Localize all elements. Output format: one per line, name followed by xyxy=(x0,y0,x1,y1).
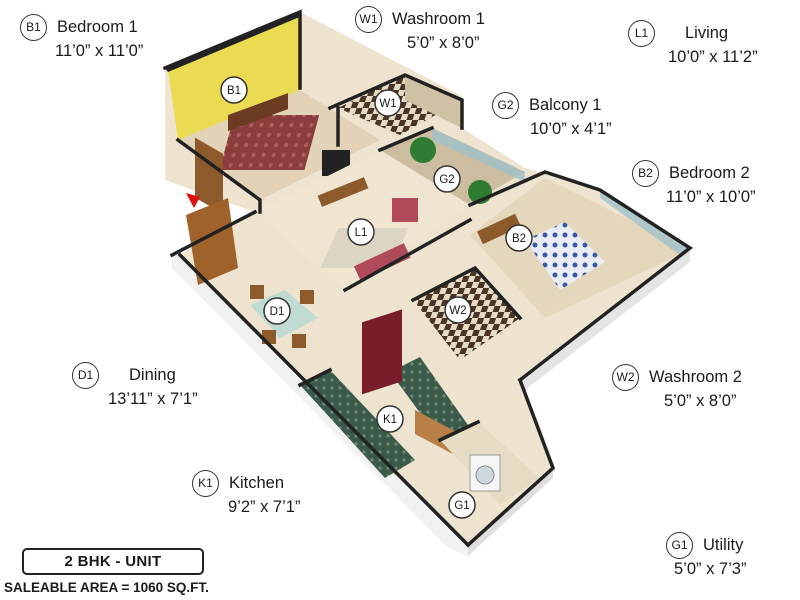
interior-walls xyxy=(162,9,694,548)
bedroom1-headboard xyxy=(228,93,288,132)
plan-badge-b2: B2 xyxy=(505,224,533,252)
plan-badge-circle xyxy=(376,405,404,433)
plan-badge-w2: W2 xyxy=(444,296,472,324)
room-code-badge: L1 xyxy=(628,20,655,47)
room-name: Washroom 1 xyxy=(392,10,485,28)
legend-dining: D1 Dining 13’11” x 7’1” xyxy=(72,362,198,410)
plan-badge-label: W2 xyxy=(449,305,466,317)
saleable-area: SALEABLE AREA = 1060 SQ.FT. xyxy=(4,580,209,595)
plan-badge-label: D1 xyxy=(270,306,285,318)
room-code-badge: G2 xyxy=(492,92,519,119)
plan-badge-g1: G1 xyxy=(448,491,476,519)
legend-utility: G1 Utility 5’0” x 7’3” xyxy=(666,532,746,580)
plan-badge-circle xyxy=(505,224,533,252)
plan-badge-circle xyxy=(374,89,402,117)
plan-badge-circle xyxy=(433,165,461,193)
living-tv-unit xyxy=(317,177,369,207)
plan-badge-b1: B1 xyxy=(220,76,248,104)
plan-badge-w1: W1 xyxy=(374,89,402,117)
room-size: 10’0” x 11’2” xyxy=(668,48,758,66)
balcony1-glass xyxy=(432,128,525,182)
room-name: Balcony 1 xyxy=(529,96,602,114)
living-armchair xyxy=(392,198,418,222)
room-size: 5’0” x 8’0” xyxy=(664,392,737,410)
legend-kitchen: K1 Kitchen 9’2” x 7’1” xyxy=(192,470,300,518)
utility-washer-drum xyxy=(475,465,495,485)
plan-badge-k1: K1 xyxy=(376,405,404,433)
unit-type-box: 2 BHK - UNIT xyxy=(22,548,204,575)
room-code-badge: W1 xyxy=(355,6,382,33)
room-code-badge: D1 xyxy=(72,362,99,389)
outer-wall-right xyxy=(468,468,553,556)
legend-balcony-1: G2 Balcony 1 10’0” x 4’1” xyxy=(492,92,612,140)
dining-chair-2 xyxy=(300,290,314,304)
outer-wall-b2-front xyxy=(520,248,690,394)
room-size: 9’2” x 7’1” xyxy=(228,498,301,516)
legend-bedroom-2: B2 Bedroom 2 11’0” x 10’0” xyxy=(632,160,756,208)
kitchen-counter-left xyxy=(300,370,415,478)
plan-badge-label: B1 xyxy=(227,85,241,97)
room-size: 13’11” x 7’1” xyxy=(108,390,198,408)
balcony1-plant-1 xyxy=(410,137,436,163)
plan-badge-circle xyxy=(444,296,472,324)
room-name: Bedroom 1 xyxy=(57,18,138,36)
plan-badge-label: K1 xyxy=(383,414,397,426)
room-size: 5’0” x 8’0” xyxy=(407,34,480,52)
bedroom2-bed xyxy=(525,222,605,290)
plan-badge-circle xyxy=(220,76,248,104)
plan-badge-label: L1 xyxy=(355,227,368,239)
plan-badge-l1: L1 xyxy=(347,218,375,246)
room-code-badge: B2 xyxy=(632,160,659,187)
kitchen-counter-right xyxy=(390,357,468,440)
plan-badge-circle xyxy=(448,491,476,519)
legend-living: L1 Living 10’0” x 11’2” xyxy=(628,20,758,68)
entry-arrow xyxy=(186,193,200,208)
dining-chair-4 xyxy=(292,334,306,348)
dining-chair-1 xyxy=(250,285,264,299)
room-name: Washroom 2 xyxy=(649,368,742,386)
kitchen-fridge xyxy=(362,309,402,395)
room-size: 10’0” x 4’1” xyxy=(530,120,612,138)
legend-bedroom-1: B1 Bedroom 1 11’0” x 11’0” xyxy=(20,14,143,62)
plan-badge-label: B2 xyxy=(512,233,526,245)
living-sofa xyxy=(353,243,411,281)
bedroom1-bed xyxy=(219,115,320,170)
room-size: 5’0” x 7’3” xyxy=(674,560,747,578)
room-code-badge: B1 xyxy=(20,14,47,41)
legend-washroom-2: W2 Washroom 2 5’0” x 8’0” xyxy=(612,364,742,412)
room-name: Kitchen xyxy=(229,474,285,492)
plan-badge-g2: G2 xyxy=(433,165,461,193)
room-code-badge: K1 xyxy=(192,470,219,497)
room-code-badge: G1 xyxy=(666,532,693,559)
room-name: Utility xyxy=(703,536,744,554)
room-size: 11’0” x 11’0” xyxy=(55,42,144,60)
bedroom2-desk xyxy=(477,213,521,245)
room-name: Living xyxy=(685,24,729,42)
plan-badge-label: G2 xyxy=(439,174,454,186)
legend-washroom-1: W1 Washroom 1 5’0” x 8’0” xyxy=(355,6,485,54)
room-code-badge: W2 xyxy=(612,364,639,391)
washroom1-wall xyxy=(405,75,462,128)
room-name: Bedroom 2 xyxy=(669,164,750,182)
entry-door xyxy=(186,198,238,285)
plan-badge-label: W1 xyxy=(379,98,396,110)
plan-badge-label: G1 xyxy=(454,500,469,512)
plan-badge-circle xyxy=(263,297,291,325)
room-name: Dining xyxy=(129,366,176,384)
room-size: 11’0” x 10’0” xyxy=(666,188,756,206)
plan-badge-circle xyxy=(347,218,375,246)
plan-badge-d1: D1 xyxy=(263,297,291,325)
